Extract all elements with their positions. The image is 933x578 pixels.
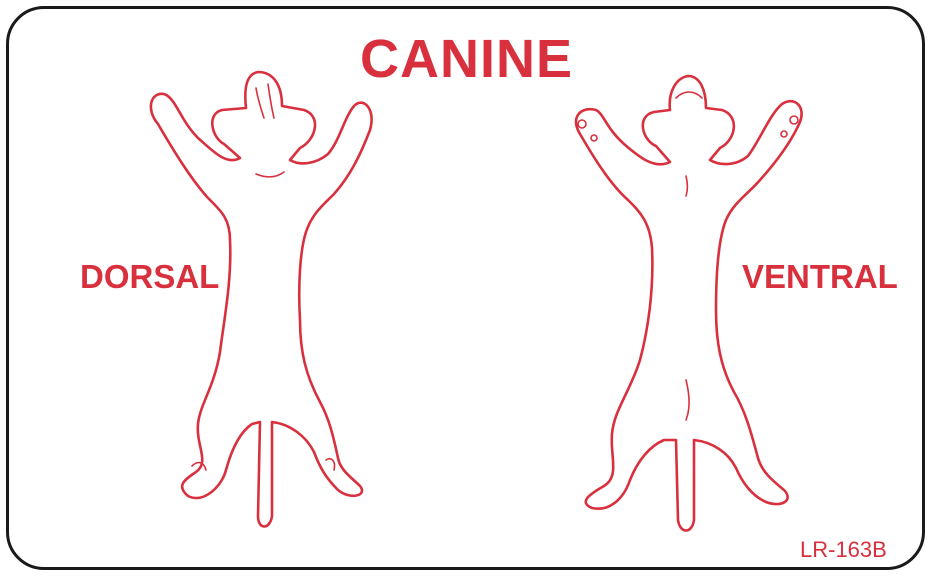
ventral-paw-pad (790, 116, 798, 124)
ventral-belly-line (686, 380, 689, 420)
ventral-paw-pad (781, 131, 787, 137)
dorsal-ear-line (256, 88, 264, 118)
ventral-dog-outline (576, 76, 802, 531)
dorsal-paw-line (326, 459, 335, 470)
dorsal-neck-line (256, 172, 284, 177)
ventral-paw-pad (578, 120, 586, 128)
dorsal-dog-figure (151, 72, 372, 527)
dorsal-dog-outline (151, 72, 372, 527)
ventral-dog-figure (576, 76, 802, 531)
dorsal-ear-line (268, 84, 274, 118)
ventral-paw-pad (591, 135, 597, 141)
ventral-neck-line (686, 176, 688, 196)
ventral-head-line (676, 92, 702, 98)
